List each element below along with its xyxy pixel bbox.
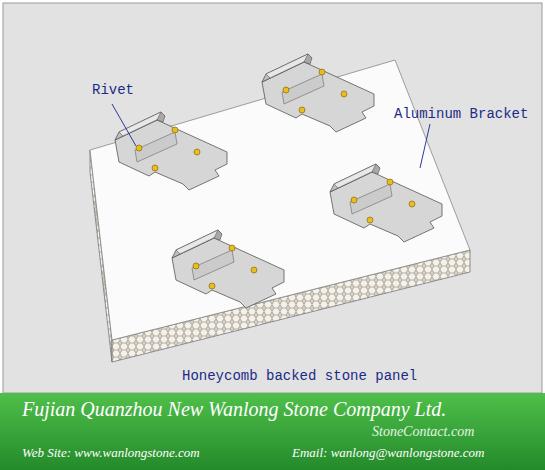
- ground: [3, 3, 542, 393]
- website: Web Site: www.wanlongstone.com: [22, 446, 200, 461]
- leader-line: [112, 104, 136, 146]
- leader-line: [420, 124, 430, 168]
- part-label: Rivet: [92, 82, 134, 98]
- watermark: StoneContact.com: [372, 424, 474, 440]
- aluminum-bracket: [115, 112, 227, 190]
- company-banner: [0, 393, 545, 470]
- aluminum-bracket: [172, 230, 284, 308]
- caption: Honeycomb backed stone panel: [182, 368, 417, 384]
- aluminum-bracket: [330, 164, 442, 242]
- aluminum-bracket: [262, 54, 374, 132]
- part-label: Aluminum Bracket: [394, 106, 528, 122]
- company-name: Fujian Quanzhou New Wanlong Stone Compan…: [22, 398, 446, 421]
- email: Email: wanlong@wanlongstone.com: [292, 446, 485, 461]
